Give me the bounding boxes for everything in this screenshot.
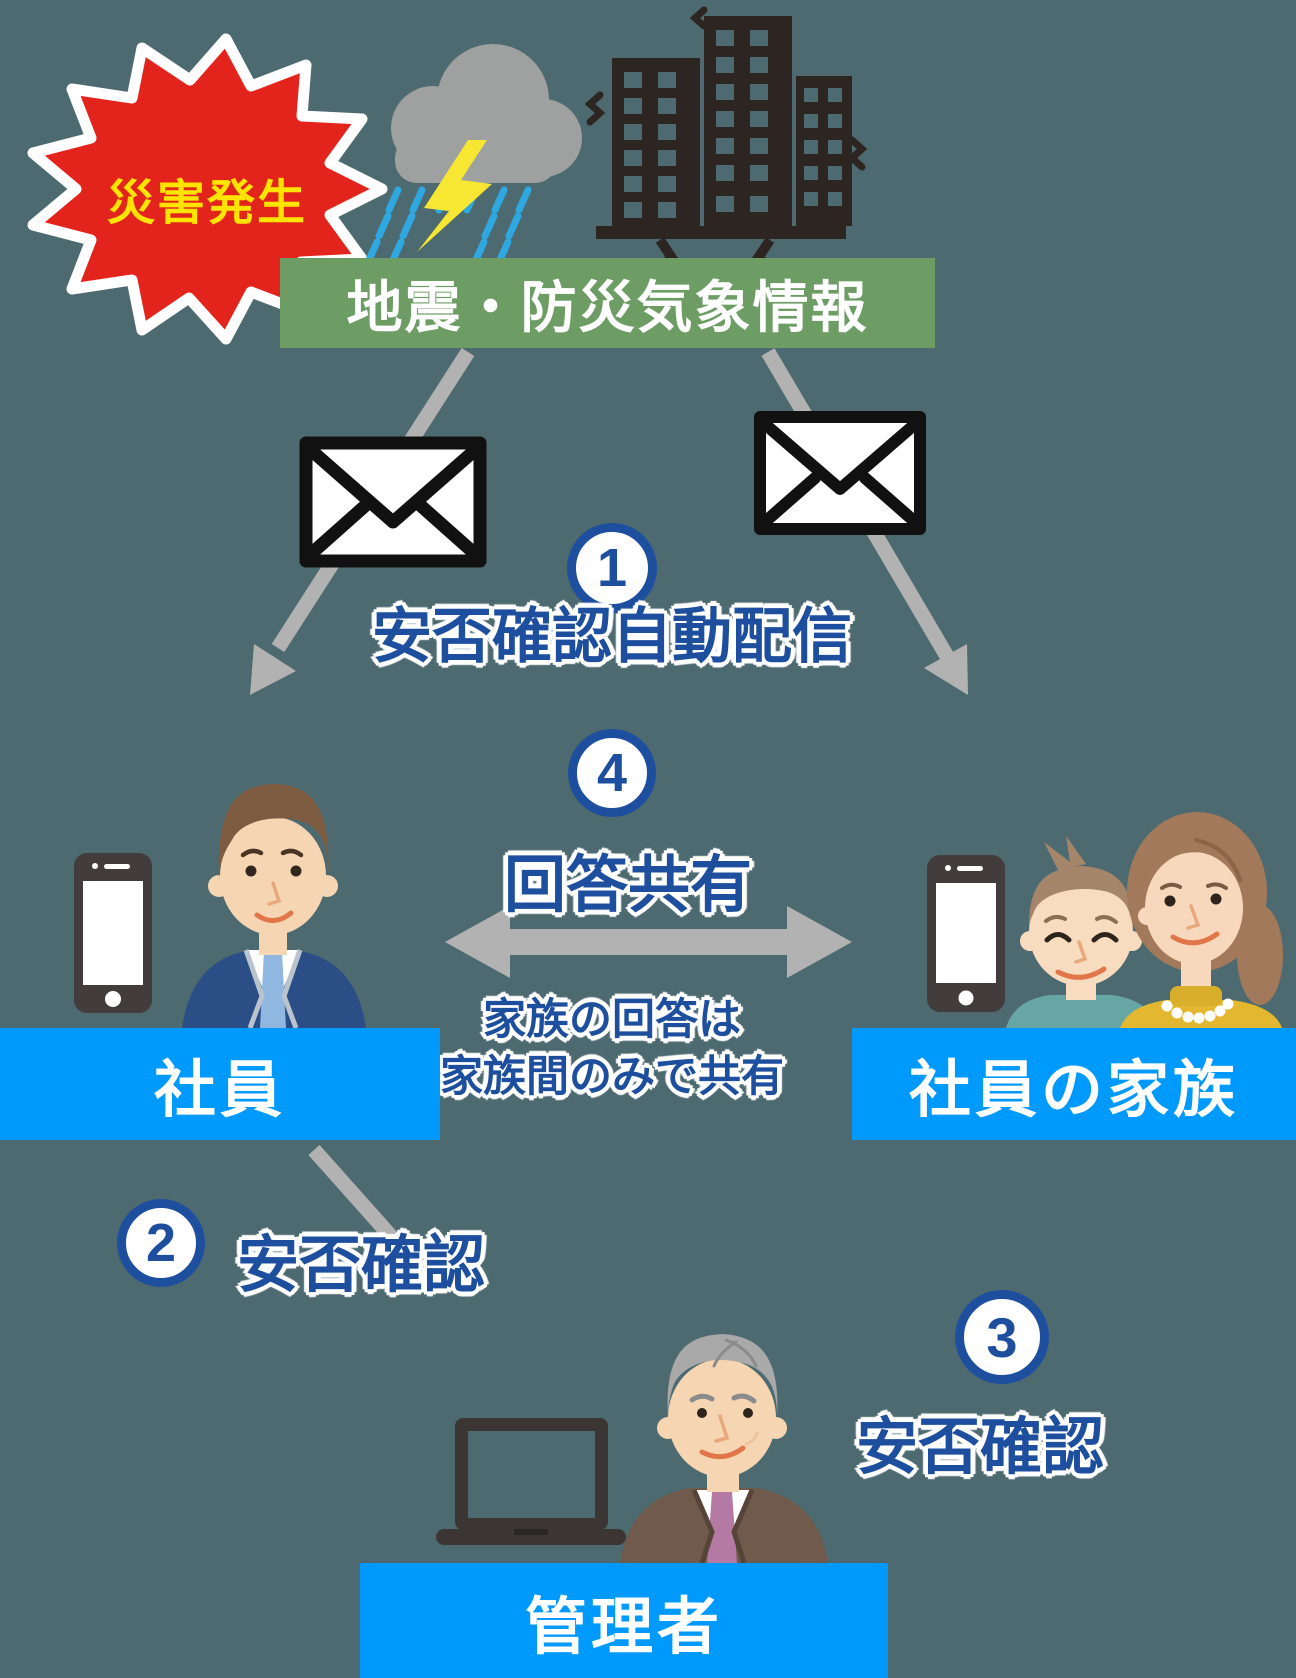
family-boy-illustration xyxy=(1006,836,1158,1028)
step-2-badge: 2 xyxy=(117,1199,205,1287)
smartphone-icon-left xyxy=(74,853,152,1013)
disaster-alert-label: 災害発生 xyxy=(106,177,307,230)
step-4-number: 4 xyxy=(596,743,628,803)
laptop-icon xyxy=(436,1418,626,1545)
pearl-necklace xyxy=(1161,998,1234,1024)
info-banner-label: 地震・防災気象情報 xyxy=(346,275,869,339)
double-arrow-horizontal xyxy=(445,906,852,978)
storm-cloud-icon xyxy=(391,44,582,183)
employee-illustration xyxy=(182,784,366,1029)
admin-banner-label: 管理者 xyxy=(524,1592,723,1662)
arrow-to-admin xyxy=(308,1145,440,1292)
family-share-note-line2: 家族間のみで共有 xyxy=(440,1052,784,1101)
employee-banner-label: 社員 xyxy=(153,1056,286,1125)
step-4-badge: 4 xyxy=(568,729,656,817)
info-banner: 地震・防災気象情報 xyxy=(280,258,935,348)
step-1-label: 安否確認自動配信 xyxy=(372,603,852,670)
step-2-number: 2 xyxy=(145,1213,177,1273)
quake-buildings-icon xyxy=(584,6,868,291)
step-2-label: 安否確認 xyxy=(237,1231,486,1300)
step-3-number: 3 xyxy=(986,1305,1018,1369)
mail-icon-right xyxy=(754,411,926,535)
admin-illustration xyxy=(620,1334,828,1564)
smartphone-icon-right xyxy=(927,855,1005,1012)
step-4-label: 回答共有 xyxy=(503,851,752,920)
step-1-number: 1 xyxy=(596,538,628,598)
family-share-note-line1: 家族の回答は xyxy=(483,996,741,1044)
employee-family-banner-label: 社員の家族 xyxy=(908,1056,1239,1125)
admin-banner: 管理者 xyxy=(360,1563,888,1678)
step-3-label: 安否確認 xyxy=(856,1413,1105,1482)
lightning-icon xyxy=(417,140,492,252)
employee-family-banner: 社員の家族 xyxy=(852,1028,1296,1140)
employee-banner: 社員 xyxy=(0,1028,440,1140)
mail-icon-left xyxy=(299,436,487,568)
step-1-badge: 1 xyxy=(567,523,657,613)
family-woman-illustration xyxy=(1120,812,1283,1028)
step-3-badge: 3 xyxy=(955,1290,1049,1384)
family-share-note: 家族の回答は 家族間のみで共有 xyxy=(332,992,892,1106)
